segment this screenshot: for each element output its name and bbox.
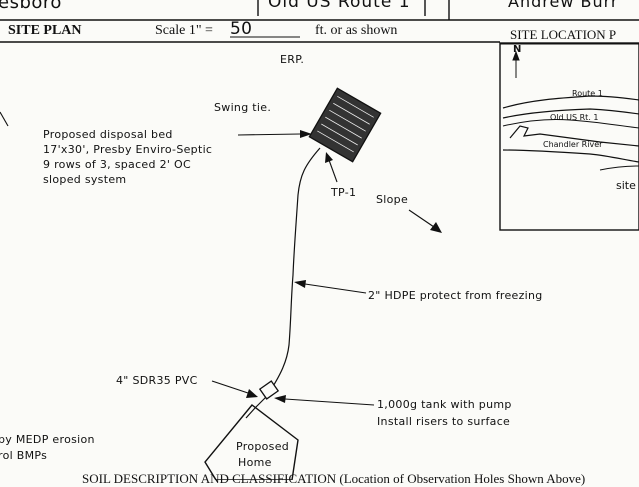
leader-lines	[0, 111, 442, 406]
scale-label: Scale 1" =	[155, 23, 213, 38]
header-road: Old US Route 1	[268, 0, 411, 12]
bmp-note-1: by MEDP erosion	[0, 433, 95, 446]
title-block-frame	[0, 0, 639, 43]
map-river-label: Chandler River	[543, 140, 603, 149]
site-plan-label: SITE PLAN	[8, 23, 82, 38]
north-arrow-label: N	[513, 44, 522, 55]
map-old-route-label: Old US Rt. 1	[550, 113, 599, 122]
header-town: esboro	[0, 0, 62, 13]
tank-note-1: 1,000g tank with pump	[377, 398, 512, 411]
bmp-note-2: rol BMPs	[0, 449, 48, 462]
test-pit-label: TP-1	[331, 186, 357, 199]
swing-tie-label: Swing tie.	[214, 101, 272, 114]
slope-label: Slope	[376, 193, 409, 206]
hdpe-pipe	[271, 147, 321, 389]
tank-note-2: Install risers to surface	[377, 415, 511, 428]
erp-label: ERP.	[280, 53, 305, 66]
soil-description-heading: SOIL DESCRIPTION AND CLASSIFICATION (Loc…	[82, 471, 586, 486]
pvc-note: 4" SDR35 PVC	[116, 374, 198, 387]
scale-unit: ft. or as shown	[315, 23, 398, 38]
disposal-bed-note-1: Proposed disposal bed	[43, 128, 173, 141]
disposal-bed	[308, 87, 382, 163]
map-site-label: site	[616, 179, 636, 192]
tank	[258, 380, 280, 400]
map-route1-label: Route 1	[572, 89, 603, 98]
disposal-bed-note-2: 17'x30', Presby Enviro-Septic	[43, 143, 213, 156]
disposal-bed-note-4: sloped system	[43, 173, 127, 186]
header-owner: Andrew Burr	[508, 0, 619, 11]
site-location-map	[499, 42, 639, 231]
home-label-2: Home	[238, 456, 272, 469]
proposed-home	[204, 404, 299, 480]
scale-value: 50	[230, 19, 253, 39]
disposal-bed-note-3: 9 rows of 3, spaced 2' OC	[43, 158, 191, 171]
home-label-1: Proposed	[236, 440, 290, 453]
hdpe-note: 2" HDPE protect from freezing	[368, 289, 543, 302]
site-location-label: SITE LOCATION P	[510, 27, 617, 42]
